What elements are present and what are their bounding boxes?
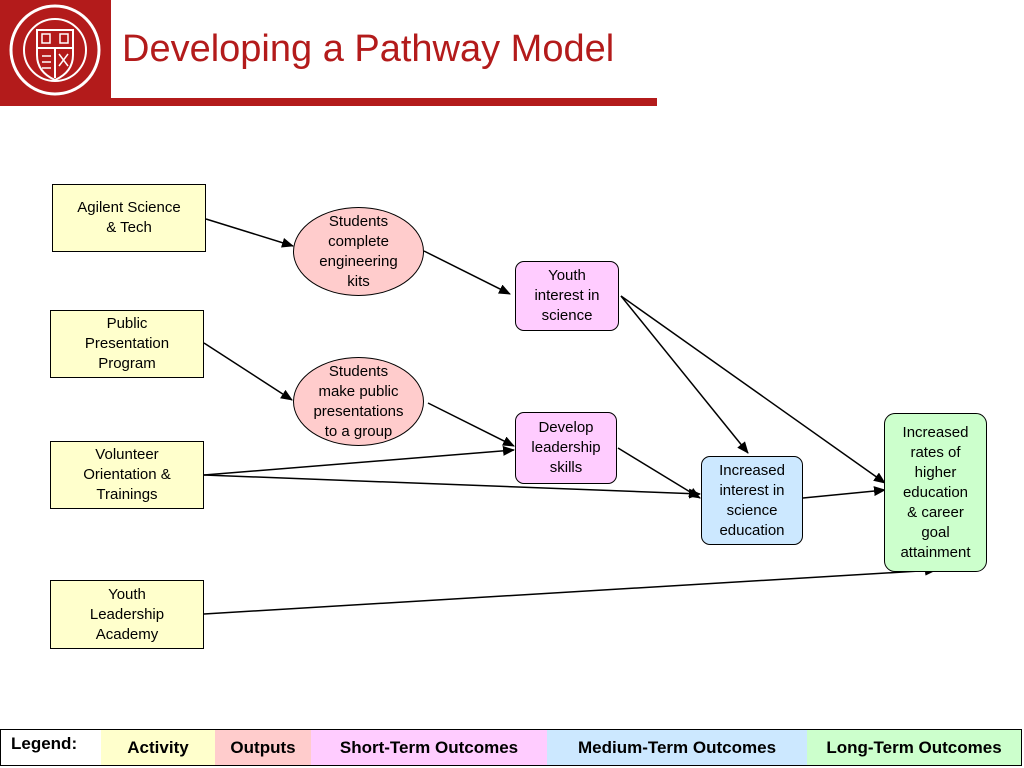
arrow-youth-interest-to-long-term	[620, 295, 886, 484]
activity-agilent-science-tech: Agilent Science & Tech	[52, 184, 206, 252]
arrow-agilent-to-kits	[205, 218, 294, 248]
cornell-logo-block	[0, 0, 111, 106]
activity-public-presentation-program: Public Presentation Program	[50, 310, 204, 378]
outcome-youth-interest-in-science: Youth interest in science	[515, 261, 619, 331]
legend-outputs: Outputs	[215, 730, 311, 765]
output-students-make-presentations: Students make public presentations to a …	[293, 357, 424, 446]
cornell-seal-icon	[9, 4, 101, 96]
legend-long-term: Long-Term Outcomes	[807, 730, 1021, 765]
title-underline	[111, 98, 657, 106]
arrow-kits-to-youth-interest	[423, 250, 511, 295]
outcome-increased-rates-higher-education: Increased rates of higher education & ca…	[884, 413, 987, 572]
activity-youth-leadership-academy: Youth Leadership Academy	[50, 580, 204, 649]
output-students-complete-kits: Students complete engineering kits	[293, 207, 424, 296]
page-title: Developing a Pathway Model	[122, 28, 615, 70]
activity-volunteer-orientation-trainings: Volunteer Orientation & Trainings	[50, 441, 204, 509]
legend-activity: Activity	[101, 730, 215, 765]
outcome-develop-leadership-skills: Develop leadership skills	[515, 412, 617, 484]
outcome-increased-interest-science-education: Increased interest in science education	[701, 456, 803, 545]
legend-short-term: Short-Term Outcomes	[311, 730, 547, 765]
arrow-volunteer-to-increased-interest	[203, 474, 701, 499]
arrow-presentations-to-leadership	[427, 402, 515, 447]
arrow-youth-leadership-to-long-term	[203, 565, 937, 615]
arrow-volunteer-to-leadership	[203, 445, 515, 476]
arrow-leadership-to-increased-interest	[617, 447, 701, 499]
arrow-public-to-presentations	[203, 342, 293, 401]
arrow-youth-interest-to-increased-interest	[620, 295, 749, 454]
legend-medium-term: Medium-Term Outcomes	[547, 730, 807, 765]
legend-title: Legend:	[11, 734, 78, 753]
legend-bar: Legend: Activity Outputs Short-Term Outc…	[0, 729, 1022, 766]
arrow-increased-interest-to-long-term	[802, 486, 886, 499]
